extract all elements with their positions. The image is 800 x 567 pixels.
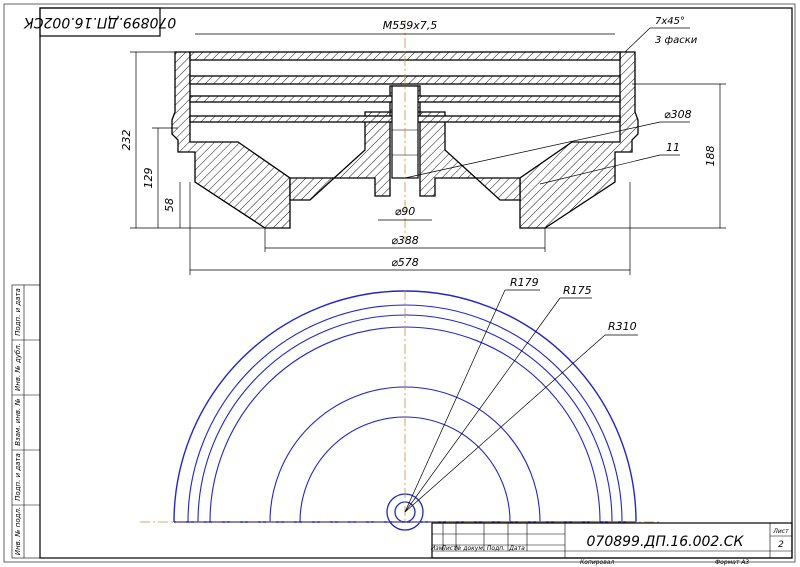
chamfer-note: 7x45° [655, 16, 685, 27]
drawing-frame [39, 7, 793, 559]
leader-r179 [404, 289, 506, 513]
tb-col-list: Лист [440, 545, 457, 552]
tb-col-date: Дата [508, 545, 525, 552]
tb-format: Формат А3 [715, 559, 749, 566]
title-block-code: 070899.ДП.16.002.СК [587, 534, 745, 550]
dim-r310: R310 [608, 320, 637, 333]
tb-sheet-label: Лист [772, 528, 789, 535]
section-view [171, 20, 639, 240]
leader-r175 [404, 297, 561, 513]
dim-d308: ⌀308 [664, 108, 692, 121]
tb-col-doc: № докум. [454, 545, 485, 552]
leader-r310 [404, 334, 606, 513]
tb-col-sign: Подп. [487, 545, 505, 552]
side-stamp-field-2: Инв. № дубл. [14, 343, 22, 391]
top-code-box: 070899.ДП.16.002СК [23, 7, 177, 37]
top-drawing-code: 070899.ДП.16.002СК [23, 14, 177, 30]
sheet-border [3, 3, 796, 563]
side-stamp-field-1: Подп. и дата [14, 288, 22, 336]
plan-view: R179 R175 R310 [140, 276, 660, 531]
dim-height-188: 188 [704, 146, 717, 167]
dim-d90: ⌀90 [395, 205, 416, 218]
dim-thread: M559x7,5 [383, 19, 438, 32]
dim-height-129: 129 [142, 168, 155, 189]
tb-col-izm: Изм [431, 545, 444, 552]
section-right-wall [519, 51, 639, 229]
dim-d388: ⌀388 [391, 234, 419, 247]
section-dimensions: M559x7,5 7x45° 3 фаски 232 129 58 188 ⌀3… [120, 16, 726, 275]
dim-r175: R175 [563, 284, 592, 297]
dim-height-232: 232 [120, 130, 133, 151]
side-stamp: Подп. и дата Инв. № дубл. Взам. инв. № П… [11, 284, 41, 559]
chamfer-count: 3 фаски [655, 35, 698, 46]
tb-copied: Копировал [580, 559, 614, 566]
side-stamp-field-5: Инв. № подл. [14, 507, 22, 555]
dim-11: 11 [666, 141, 680, 154]
side-stamp-field-3: Взам. инв. № [14, 398, 22, 446]
tb-sheet-number: 2 [778, 540, 784, 550]
title-block: Изм Лист № докум. Подп. Дата 070899.ДП.1… [431, 522, 793, 566]
side-stamp-field-4: Подп. и дата [14, 453, 22, 501]
section-central-hub [289, 85, 521, 201]
dim-r179: R179 [510, 276, 539, 289]
dim-height-58: 58 [163, 198, 176, 212]
section-left-wall [171, 51, 291, 229]
dim-d578: ⌀578 [391, 256, 419, 269]
